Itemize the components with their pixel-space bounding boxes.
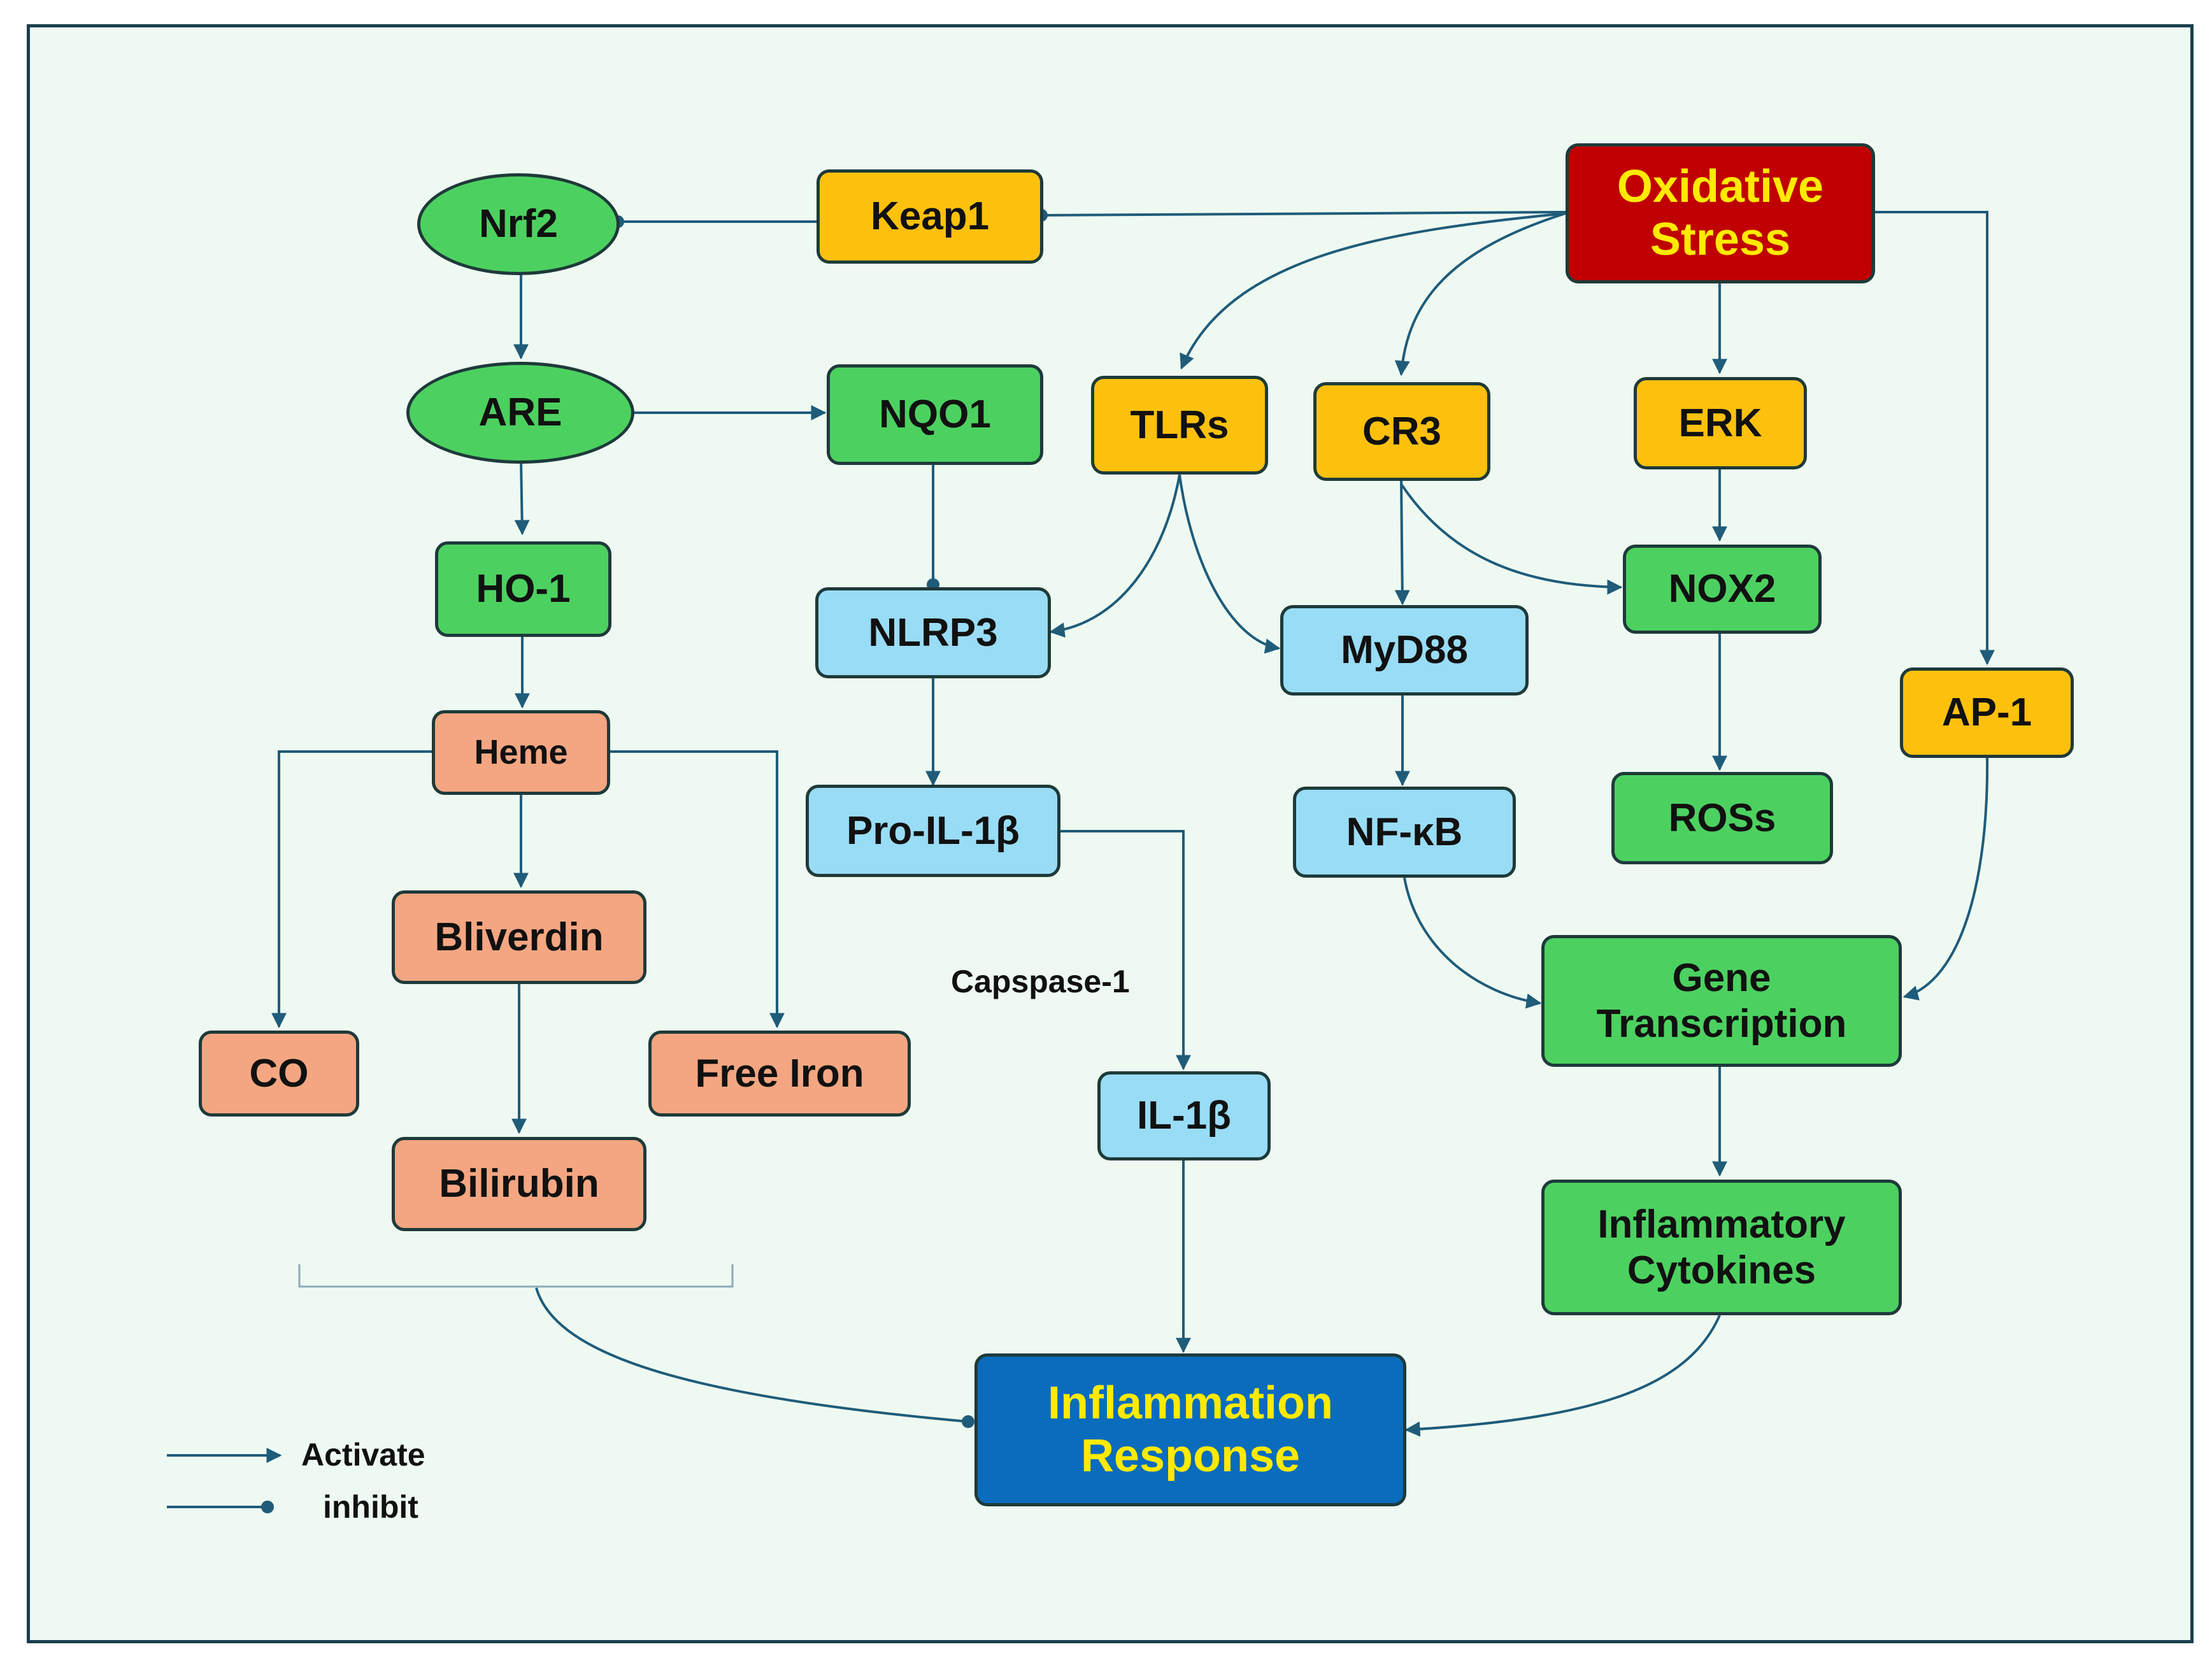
edge-tlrs-nlrp3 xyxy=(1049,474,1181,638)
edge-nfkb-gene-transcription xyxy=(1403,877,1542,1009)
node-nqo1: NQO1 xyxy=(827,364,1043,465)
node-biliverdin: Bliverdin xyxy=(392,890,646,984)
edge-oxidative-stress-ap1 xyxy=(1874,211,1995,666)
node-keap1: Keap1 xyxy=(817,169,1043,264)
edge-tlrs-myd88 xyxy=(1178,474,1281,654)
node-inflammatory-cytokines: Inflammatory Cytokines xyxy=(1541,1180,1902,1315)
node-co: CO xyxy=(199,1031,359,1117)
edge-pro-il1b-il1b xyxy=(1060,830,1191,1071)
node-gene-transcription: Gene Transcription xyxy=(1541,935,1902,1067)
edge-cr3-myd88 xyxy=(1394,480,1410,606)
heme-products-bracket xyxy=(298,1264,734,1288)
node-heme: Heme xyxy=(432,710,610,795)
edge-are-ho1 xyxy=(514,459,530,536)
node-il1b: IL-1β xyxy=(1097,1071,1271,1160)
node-inflammation-response: Inflammation Response xyxy=(974,1353,1406,1506)
edge-oxidative-stress-tlrs xyxy=(1180,212,1566,370)
edge-heme-products-inhibit-inflammation xyxy=(535,1287,974,1428)
edge-cytokines-inflammation xyxy=(1404,1315,1721,1437)
node-nlrp3: NLRP3 xyxy=(815,587,1051,678)
node-nrf2: Nrf2 xyxy=(417,173,620,275)
node-ros: ROSs xyxy=(1611,772,1833,864)
legend-activate-label: Activate xyxy=(301,1437,425,1473)
node-are: ARE xyxy=(406,362,634,464)
node-bilirubin: Bilirubin xyxy=(392,1137,646,1231)
node-erk: ERK xyxy=(1634,377,1807,469)
node-oxidative-stress: Oxidative Stress xyxy=(1566,143,1875,283)
edge-ap1-gene-transcription xyxy=(1902,757,1989,1001)
node-pro-il1b: Pro-IL-1β xyxy=(806,785,1060,877)
edge-oxidative-stress-cr3 xyxy=(1394,212,1566,376)
node-tlrs: TLRs xyxy=(1091,376,1268,475)
node-nfkb: NF-κB xyxy=(1293,787,1516,878)
edge-oxidative-stress-inhibits-keap1 xyxy=(1035,209,1567,222)
edge-cr3-nox2 xyxy=(1400,483,1623,595)
edge-heme-free-iron xyxy=(610,750,785,1029)
legend-inhibit-label: inhibit xyxy=(323,1489,418,1525)
node-cr3: CR3 xyxy=(1313,382,1490,481)
node-myd88: MyD88 xyxy=(1280,605,1529,696)
node-ap1: AP-1 xyxy=(1900,667,2074,758)
edge-heme-co xyxy=(271,750,432,1029)
label-caspase-1: Capspase-1 xyxy=(951,964,1130,999)
node-free-iron: Free Iron xyxy=(648,1031,911,1117)
node-nox2: NOX2 xyxy=(1623,545,1822,634)
node-ho1: HO-1 xyxy=(435,541,611,637)
